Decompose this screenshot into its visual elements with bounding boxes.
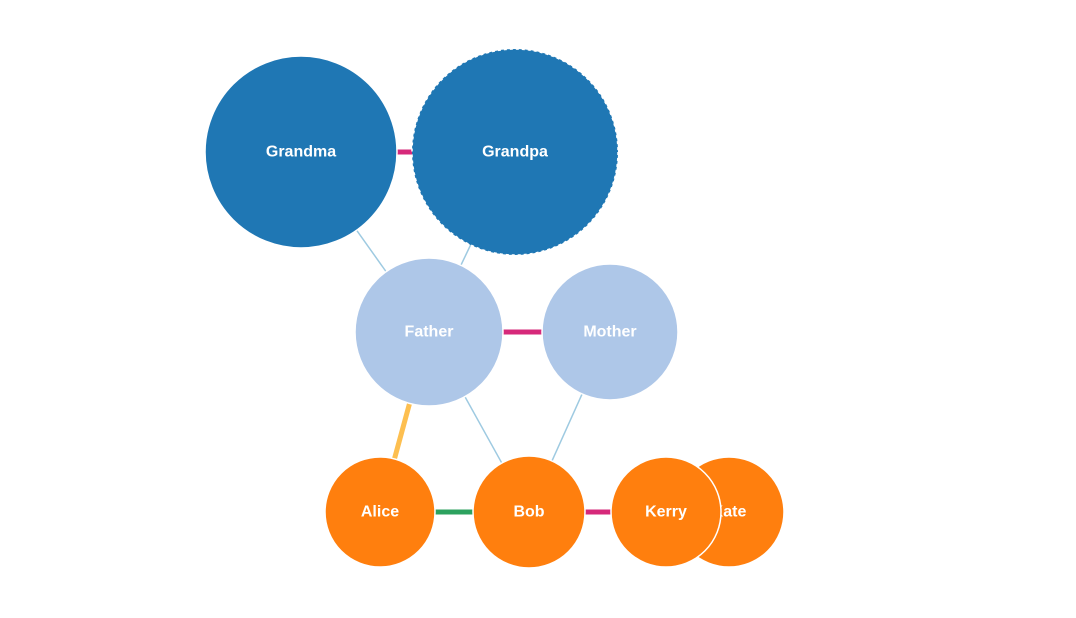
- node-father-label: Father: [405, 324, 454, 341]
- node-mother-circle[interactable]: [541, 263, 679, 401]
- node-father-circle[interactable]: [354, 257, 504, 407]
- node-grandma[interactable]: Grandma: [204, 55, 398, 249]
- node-alice[interactable]: Alice: [324, 456, 436, 568]
- node-kerry[interactable]: Kerry: [610, 456, 722, 568]
- node-grandma-circle[interactable]: [204, 55, 398, 249]
- node-alice-label: Alice: [361, 504, 399, 521]
- node-grandpa-circle[interactable]: [411, 48, 619, 256]
- node-kerry-label: Kerry: [645, 504, 687, 521]
- node-grandpa-label: Grandpa: [482, 144, 548, 161]
- node-kerry-circle[interactable]: [610, 456, 722, 568]
- node-grandma-label: Grandma: [266, 144, 336, 161]
- node-alice-circle[interactable]: [324, 456, 436, 568]
- node-mother-label: Mother: [583, 324, 636, 341]
- node-mother[interactable]: Mother: [541, 263, 679, 401]
- node-bob[interactable]: Bob: [472, 455, 586, 569]
- node-bob-circle[interactable]: [472, 455, 586, 569]
- node-father[interactable]: Father: [354, 257, 504, 407]
- node-grandpa[interactable]: Grandpa: [411, 48, 619, 256]
- node-bob-label: Bob: [513, 504, 544, 521]
